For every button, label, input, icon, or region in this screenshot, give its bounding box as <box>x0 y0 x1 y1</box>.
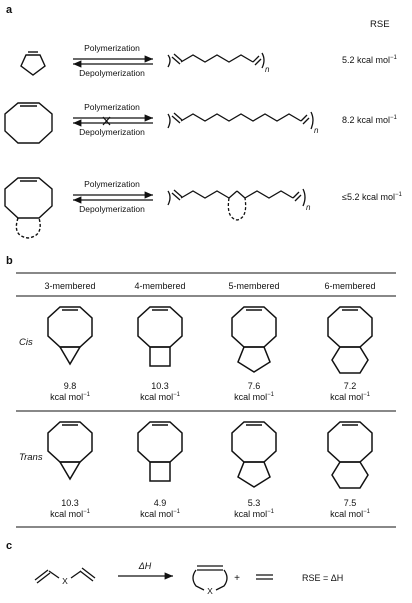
trans-6-value: 7.5 <box>344 498 357 508</box>
row1-rse: 5.2 kcal mol−1 <box>342 55 398 65</box>
cis-3-value: 9.8 <box>64 381 77 391</box>
cis-5-value: 7.6 <box>248 381 261 391</box>
row2-arrows <box>73 114 153 127</box>
x-atom-left: X <box>62 576 68 586</box>
ethylene-structure <box>256 574 273 580</box>
cis-5-unit: kcal mol−1 <box>234 392 275 402</box>
trans-3-unit: kcal mol−1 <box>50 509 91 519</box>
fused-cyclooctene-structure <box>4 177 53 239</box>
row3-polymer <box>167 188 306 221</box>
row2-polymerization: Polymerization <box>84 102 140 112</box>
cis-4-membered-structure <box>137 306 183 367</box>
row1-depolymerization: Depolymerization <box>79 68 145 78</box>
cis-6-value: 7.2 <box>344 381 357 391</box>
cis-6-unit: kcal mol−1 <box>330 392 371 402</box>
row2-rse: 8.2 kcal mol−1 <box>342 115 398 125</box>
plus-sign: + <box>234 573 240 584</box>
row2-subscript: n <box>314 126 319 135</box>
row3-polymerization: Polymerization <box>84 179 140 189</box>
trans-5-unit: kcal mol−1 <box>234 509 275 519</box>
panel-c-label: c <box>6 540 12 552</box>
cis-3-unit: kcal mol−1 <box>50 392 91 402</box>
x-atom-ring: X <box>207 586 213 596</box>
row1-polymerization: Polymerization <box>84 43 140 53</box>
col-header-5: 5-membered <box>228 281 279 291</box>
trans-4-membered-structure <box>137 421 183 482</box>
cis-4-unit: kcal mol−1 <box>140 392 181 402</box>
row1-subscript: n <box>265 65 270 74</box>
rse-header: RSE <box>370 19 390 30</box>
col-header-4: 4-membered <box>134 281 185 291</box>
row2-polymer <box>167 111 314 130</box>
trans-4-value: 4.9 <box>154 498 167 508</box>
row3-depolymerization: Depolymerization <box>79 204 145 214</box>
row3-rse: ≤5.2 kcal mol−1 <box>342 192 402 202</box>
panel-a-label: a <box>6 4 13 16</box>
row3-subscript: n <box>306 203 311 212</box>
trans-3-value: 10.3 <box>61 498 79 508</box>
col-header-6: 6-membered <box>324 281 375 291</box>
cis-5-membered-structure <box>231 306 277 373</box>
cyclic-x-structure <box>192 565 228 591</box>
row2-depolymerization: Depolymerization <box>79 127 145 137</box>
trans-5-membered-structure <box>231 421 277 488</box>
row1-arrows <box>73 55 153 68</box>
cis-3-membered-structure <box>47 306 93 366</box>
trans-5-value: 5.3 <box>248 498 261 508</box>
row-label-cis: Cis <box>19 337 33 348</box>
col-header-3: 3-membered <box>44 281 95 291</box>
row3-arrows <box>73 191 153 204</box>
cyclooctene-structure <box>4 102 53 144</box>
panel-b-label: b <box>6 255 13 267</box>
trans-6-unit: kcal mol−1 <box>330 509 371 519</box>
row-label-trans: Trans <box>19 452 43 463</box>
row1-polymer <box>167 52 265 69</box>
trans-3-membered-structure <box>47 421 93 481</box>
trans-6-membered-structure <box>327 421 373 489</box>
cis-4-value: 10.3 <box>151 381 169 391</box>
delta-h-label: ΔH <box>138 561 152 571</box>
rse-equation: RSE = ΔH <box>302 573 343 583</box>
cis-6-membered-structure <box>327 306 373 374</box>
trans-4-unit: kcal mol−1 <box>140 509 181 519</box>
cyclopentene-structure <box>20 51 46 76</box>
divinyl-x-structure <box>34 567 96 584</box>
